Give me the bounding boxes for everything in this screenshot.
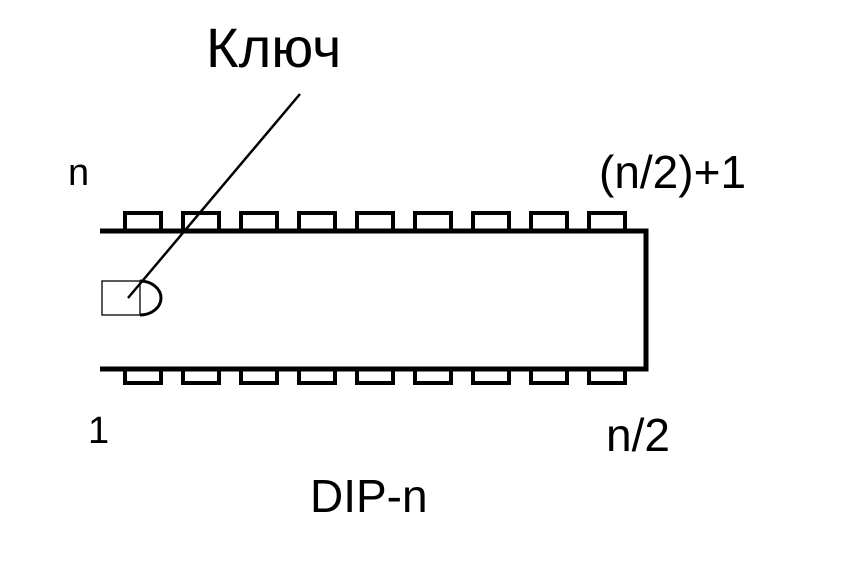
top-pin	[413, 211, 453, 231]
bottom-pin	[123, 369, 163, 385]
bottom-pin	[239, 369, 279, 385]
package-body-outline	[100, 228, 649, 372]
key-leader-line	[127, 93, 301, 299]
pin-label-top-left: n	[68, 152, 89, 194]
top-pin	[355, 211, 395, 231]
top-pin	[587, 211, 627, 231]
top-pin	[529, 211, 569, 231]
bottom-pin	[587, 369, 627, 385]
bottom-pin	[529, 369, 569, 385]
key-notch-arc	[139, 279, 163, 317]
bottom-pin	[355, 369, 395, 385]
key-label: Ключ	[206, 16, 341, 79]
pin-label-bottom-right: n/2	[606, 409, 670, 461]
bottom-pin	[413, 369, 453, 385]
bottom-pin-row	[123, 369, 627, 385]
bottom-pin	[181, 369, 221, 385]
top-pin	[471, 211, 511, 231]
bottom-pin	[471, 369, 511, 385]
pin-label-bottom-left: 1	[88, 410, 109, 452]
top-pin-row	[123, 211, 627, 231]
key-notch-rect	[101, 280, 141, 316]
top-pin	[123, 211, 163, 231]
package-name-label: DIP-n	[310, 470, 428, 522]
bottom-pin	[297, 369, 337, 385]
top-pin	[297, 211, 337, 231]
pin-label-top-right: (n/2)+1	[599, 146, 746, 198]
top-pin	[239, 211, 279, 231]
